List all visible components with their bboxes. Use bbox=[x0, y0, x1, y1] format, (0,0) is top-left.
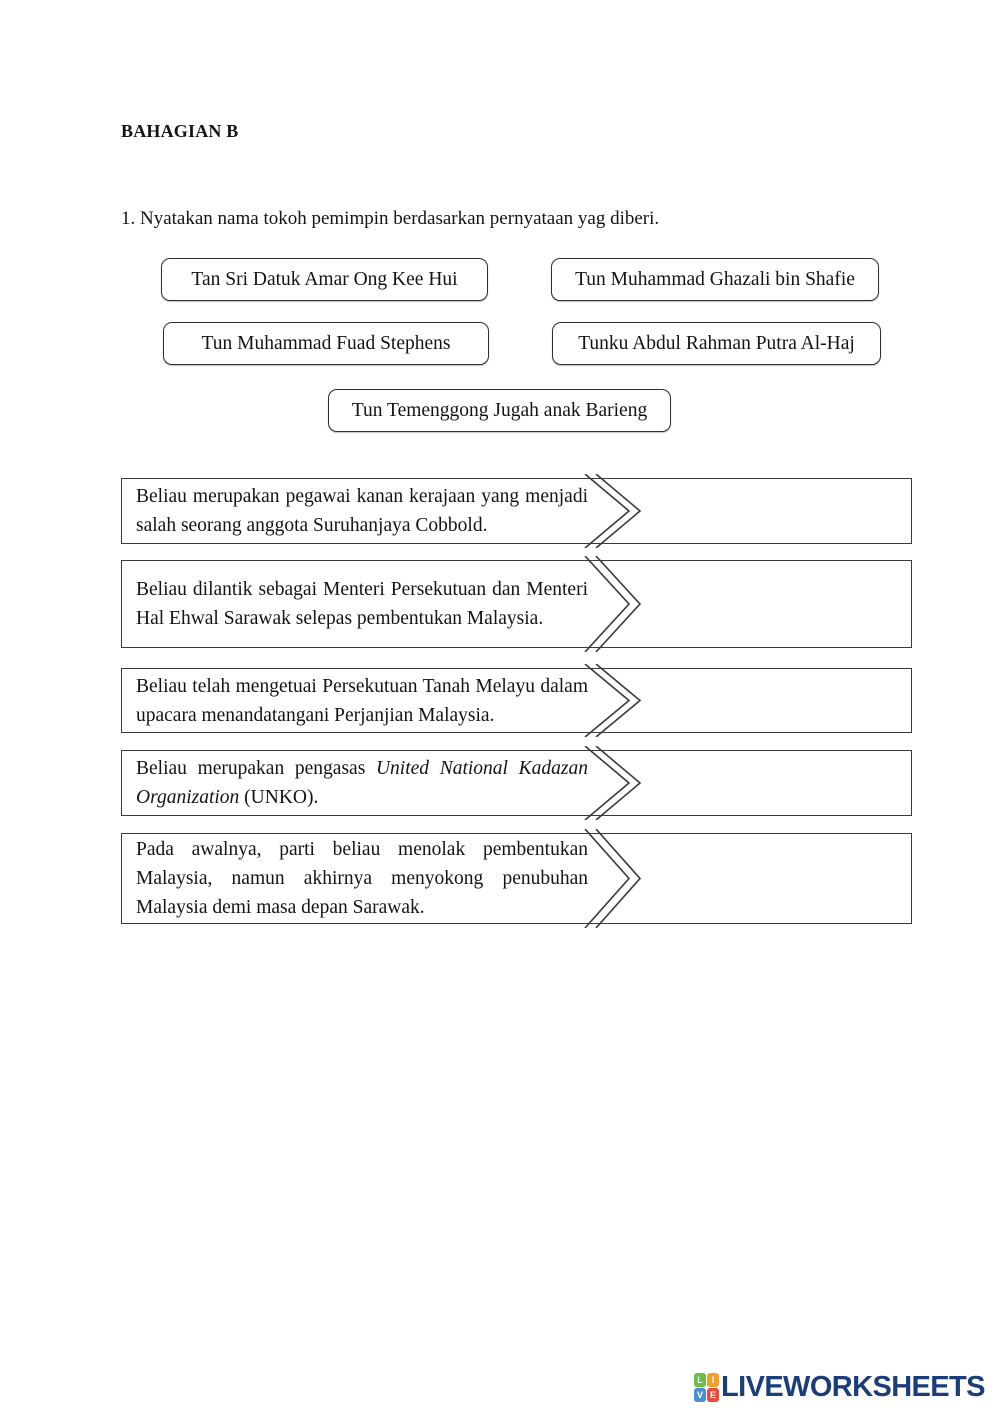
statement-text: Beliau merupakan pegawai kanan kerajaan … bbox=[136, 486, 588, 536]
answer-drop-zone[interactable] bbox=[655, 479, 911, 543]
question-text: 1. Nyatakan nama tokoh pemimpin berdasar… bbox=[121, 208, 660, 229]
name-option-label: Tunku Abdul Rahman Putra Al-Haj bbox=[578, 332, 855, 354]
name-option-box[interactable]: Tun Muhammad Fuad Stephens bbox=[163, 322, 489, 365]
liveworksheets-logo[interactable]: L I V E LIVEWORKSHEETS bbox=[694, 1371, 986, 1405]
logo-tile-i: I bbox=[707, 1373, 719, 1387]
logo-tile-l: L bbox=[694, 1373, 706, 1387]
name-option-label: Tan Sri Datuk Amar Ong Kee Hui bbox=[191, 268, 458, 290]
statement-text: Beliau dilantik sebagai Menteri Persekut… bbox=[136, 579, 588, 629]
name-option-box[interactable]: Tun Muhammad Ghazali bin Shafie bbox=[551, 258, 879, 301]
section-title: BAHAGIAN B bbox=[121, 121, 239, 141]
chevron-arrow-icon bbox=[581, 829, 655, 928]
statement-row: Beliau merupakan pegawai kanan kerajaan … bbox=[121, 478, 912, 544]
statement-row: Pada awalnya, parti beliau menolak pembe… bbox=[121, 833, 912, 924]
chevron-arrow-icon bbox=[581, 556, 655, 652]
liveworksheets-brand: LIVEWORKSHEETS bbox=[721, 1371, 986, 1403]
name-option-label: Tun Muhammad Ghazali bin Shafie bbox=[575, 268, 855, 290]
statement-row: Beliau dilantik sebagai Menteri Persekut… bbox=[121, 560, 912, 648]
statement-text: Beliau merupakan pengasas United Nationa… bbox=[136, 758, 589, 808]
chevron-arrow-icon bbox=[581, 474, 655, 548]
answer-drop-zone[interactable] bbox=[655, 669, 911, 732]
statement-row: Beliau telah mengetuai Persekutuan Tanah… bbox=[121, 668, 912, 733]
statement-text: Beliau telah mengetuai Persekutuan Tanah… bbox=[136, 675, 588, 726]
name-option-box[interactable]: Tunku Abdul Rahman Putra Al-Haj bbox=[552, 322, 881, 365]
chevron-arrow-icon bbox=[581, 746, 655, 820]
name-option-label: Tun Temenggong Jugah anak Barieng bbox=[351, 399, 648, 421]
chevron-arrow-icon bbox=[581, 664, 655, 737]
answer-drop-zone[interactable] bbox=[655, 561, 911, 647]
name-option-label: Tun Muhammad Fuad Stephens bbox=[201, 332, 451, 354]
statement-text: Pada awalnya, parti beliau menolak pembe… bbox=[136, 839, 588, 918]
answer-drop-zone[interactable] bbox=[655, 751, 911, 815]
answer-drop-zone[interactable] bbox=[655, 834, 911, 923]
statement-row: Beliau merupakan pengasas United Nationa… bbox=[121, 750, 912, 816]
logo-tile-e: E bbox=[707, 1388, 719, 1402]
logo-tile-v: V bbox=[694, 1388, 706, 1402]
name-option-box[interactable]: Tan Sri Datuk Amar Ong Kee Hui bbox=[161, 258, 488, 301]
name-option-box[interactable]: Tun Temenggong Jugah anak Barieng bbox=[328, 389, 671, 432]
liveworksheets-grid-icon: L I V E bbox=[694, 1373, 719, 1402]
